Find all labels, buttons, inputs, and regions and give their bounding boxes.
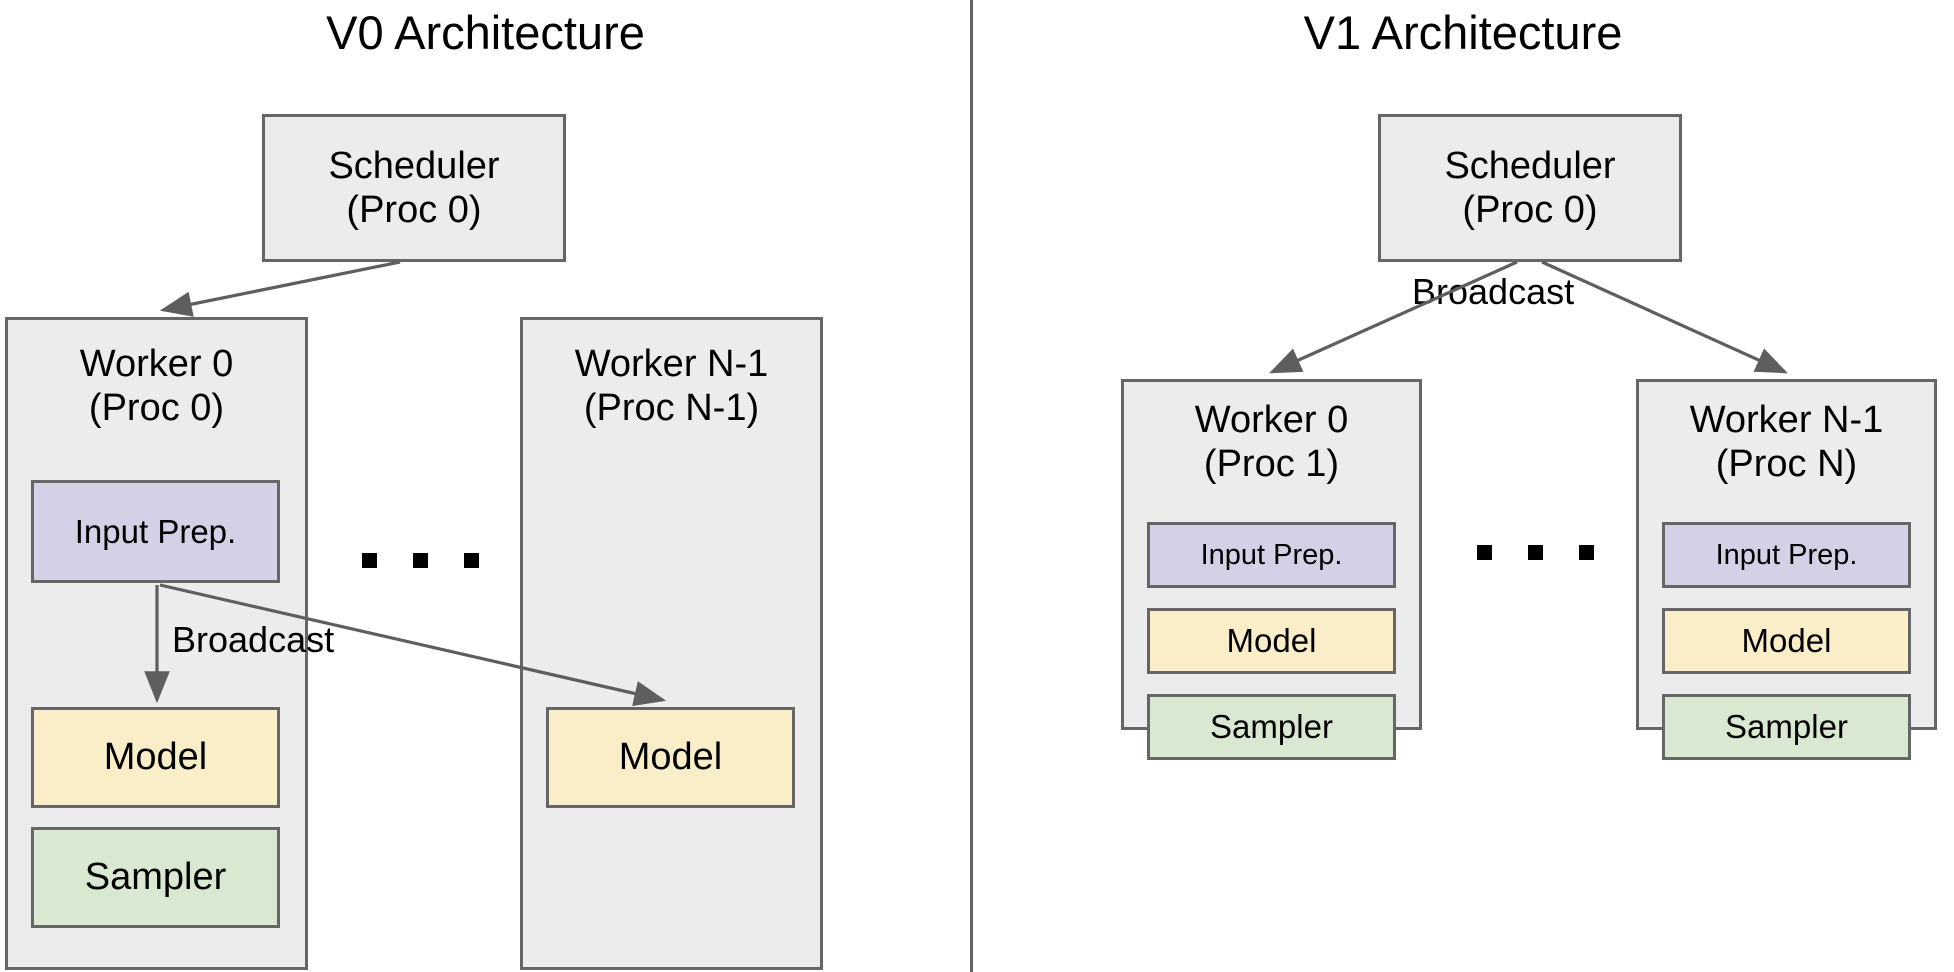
v1-arrow-scheduler-to-workerN <box>1541 260 1788 374</box>
v0-worker-n-1-line2: (Proc N-1) <box>583 387 760 429</box>
v0-worker-n-1-box: Worker N-1 (Proc N-1) <box>520 317 823 970</box>
v0-scheduler-box: Scheduler (Proc 0) <box>262 114 566 262</box>
v1-worker-0-input-prep-label: Input Prep. <box>1200 538 1343 571</box>
panel-title-v1: V1 Architecture <box>1303 6 1623 59</box>
v0-worker-n-1-model-label: Model <box>618 736 723 778</box>
v0-worker-0-input-prep-label: Input Prep. <box>74 512 237 550</box>
v1-scheduler-box: Scheduler (Proc 0) <box>1378 114 1682 262</box>
v0-worker-0-input-prep: Input Prep. <box>31 480 280 583</box>
v0-ellipsis <box>362 553 479 568</box>
v1-ellipsis-dot-3 <box>1579 545 1594 560</box>
v1-ellipsis-dot-2 <box>1528 545 1543 560</box>
v1-scheduler-line2: (Proc 0) <box>1462 189 1598 231</box>
v0-worker-n-1-model: Model <box>546 707 795 808</box>
panel-divider <box>970 0 973 972</box>
v0-ellipsis-dot-1 <box>362 553 377 568</box>
v1-worker-0-sampler-label: Sampler <box>1210 708 1333 745</box>
v0-ellipsis-dot-2 <box>413 553 428 568</box>
v1-worker-0-input-prep: Input Prep. <box>1147 522 1396 588</box>
v0-arrow-scheduler-to-worker0 <box>159 260 401 317</box>
v0-worker-0-line2: (Proc 0) <box>88 387 225 429</box>
v1-worker-n-1-model: Model <box>1662 608 1911 674</box>
v1-ellipsis <box>1477 545 1594 560</box>
v0-ellipsis-dot-3 <box>464 553 479 568</box>
panel-v0-architecture: V0 Architecture Scheduler (Proc 0) Worke… <box>0 0 971 972</box>
v1-worker-n-1-line2: (Proc N) <box>1715 443 1858 485</box>
v1-worker-0-line2: (Proc 1) <box>1203 443 1340 485</box>
v0-worker-0-sampler-label: Sampler <box>84 856 227 898</box>
v1-worker-n-1-input-prep: Input Prep. <box>1662 522 1911 588</box>
v1-worker-n-1-model-label: Model <box>1741 622 1832 659</box>
panel-v1-architecture: V1 Architecture Scheduler (Proc 0) Worke… <box>972 0 1954 972</box>
v1-worker-n-1-input-prep-label: Input Prep. <box>1715 538 1858 571</box>
v1-worker-0-sampler: Sampler <box>1147 694 1396 760</box>
panel-title-v0: V0 Architecture <box>326 6 645 59</box>
v0-worker-0-model: Model <box>31 707 280 808</box>
v1-worker-n-1-sampler: Sampler <box>1662 694 1911 760</box>
v1-worker-0-model: Model <box>1147 608 1396 674</box>
v0-scheduler-line2: (Proc 0) <box>346 189 482 231</box>
v1-worker-0-model-label: Model <box>1226 622 1317 659</box>
v1-worker-0-line1: Worker 0 <box>1194 399 1349 441</box>
v1-ellipsis-dot-1 <box>1477 545 1492 560</box>
v1-broadcast-label: Broadcast <box>1412 271 1575 312</box>
v1-scheduler-line1: Scheduler <box>1444 145 1616 187</box>
v0-worker-n-1-line1: Worker N-1 <box>574 343 769 385</box>
v1-worker-n-1-sampler-label: Sampler <box>1725 708 1848 745</box>
v0-worker-0-line1: Worker 0 <box>79 343 234 385</box>
v0-broadcast-label: Broadcast <box>172 619 335 660</box>
v0-worker-0-model-label: Model <box>103 736 208 778</box>
v0-scheduler-line1: Scheduler <box>328 145 500 187</box>
v0-worker-0-sampler: Sampler <box>31 827 280 928</box>
v1-worker-n-1-line1: Worker N-1 <box>1689 399 1884 441</box>
